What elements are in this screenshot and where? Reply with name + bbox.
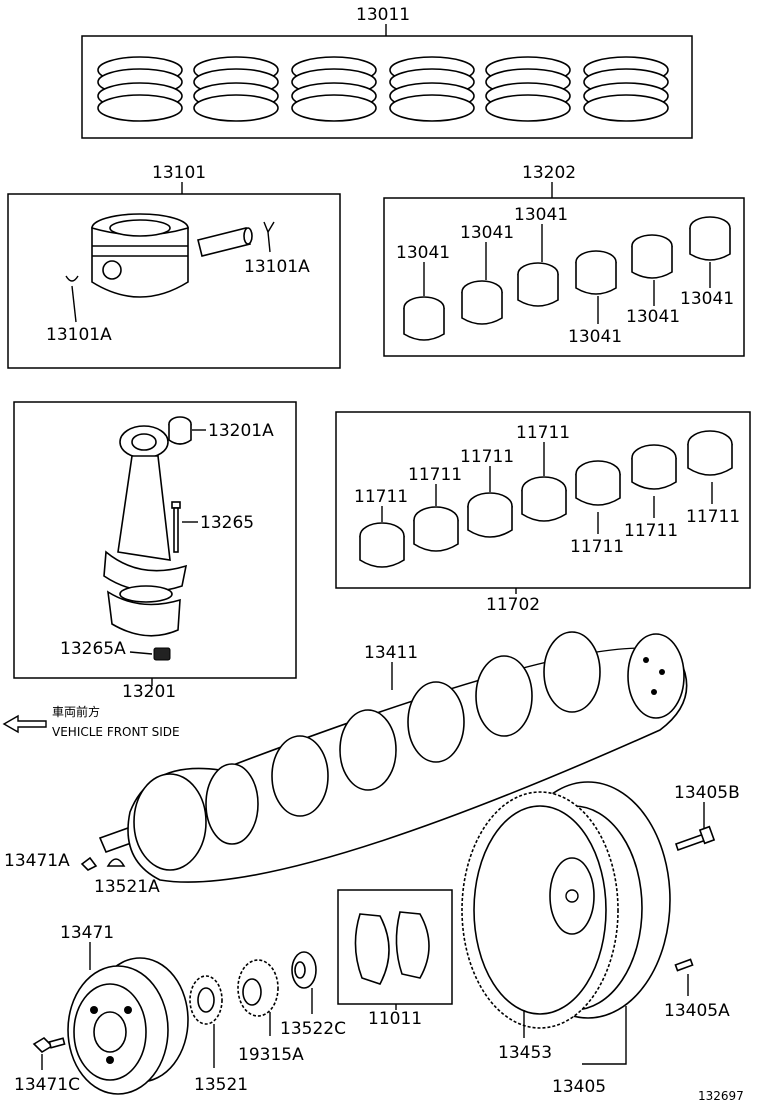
label-conn-rod-bearing-4[interactable]: 13041 [568,327,622,347]
label-conn-rod-bearing-set[interactable]: 13202 [522,163,576,183]
thrust-washer-box [337,889,453,1005]
label-conn-rod-bearing-1[interactable]: 13041 [396,243,450,263]
leader-line [129,651,153,655]
bearing-shell-icon [461,280,503,325]
label-main-bearing-5[interactable]: 11711 [570,537,624,557]
pulley-bolt-icon[interactable] [32,1036,66,1054]
piston-ring-group[interactable] [97,56,669,122]
conn-rod-bearing-group[interactable] [403,216,731,341]
bearing-shell-icon [359,522,405,568]
label-conn-rod-bearing-6[interactable]: 13041 [680,289,734,309]
front-direction-arrow-icon [2,714,47,734]
label-pulley-bolt[interactable]: 13471C [14,1075,80,1095]
conn-rod-bearing-box [383,197,745,357]
piston-icon[interactable] [91,213,189,298]
label-main-bearing-6[interactable]: 11711 [624,521,678,541]
flywheel-bolt-icon[interactable] [674,825,716,852]
bearing-shell-icon [631,444,677,490]
leader-line [71,285,77,323]
bearing-shell-icon [575,250,617,295]
piston-ring-1 [97,56,183,122]
label-main-bearing-3[interactable]: 11711 [460,447,514,467]
label-piston-pin-retainer-upper[interactable]: 13101A [244,257,310,277]
label-thrust-washer-set[interactable]: 11011 [368,1009,422,1029]
label-crank-gear-2[interactable]: 13522C [280,1019,346,1039]
bearing-shell-icon [575,460,621,506]
direction-label-japanese: 車両前方 [52,704,100,719]
conn-rod-nut-icon[interactable] [153,647,171,661]
piston-pin-icon[interactable] [197,227,253,257]
conn-rod-bolt-icon[interactable] [171,501,181,553]
piston-box [7,193,341,369]
bearing-shell-icon [403,296,445,341]
piston-ring-2 [193,56,279,122]
ring-gear-icon[interactable] [461,791,619,1029]
label-crank-key-2[interactable]: 13521A [94,877,160,897]
label-conn-rod-bearing-2[interactable]: 13041 [460,223,514,243]
crank-key-icon[interactable] [80,856,98,871]
label-conn-rod-nut[interactable]: 13265A [60,639,126,659]
diagram-id: 132697 [698,1089,744,1103]
main-bearing-group[interactable] [359,430,733,568]
label-conn-rod[interactable]: 13201 [122,682,176,702]
crankshaft-icon[interactable] [98,631,688,883]
crank-pulley-icon[interactable] [67,957,189,1095]
label-main-bearing-set[interactable]: 11702 [486,595,540,615]
crank-key-icon[interactable] [106,858,126,867]
label-conn-rod-bearing-5[interactable]: 13041 [626,307,680,327]
label-crank-pulley[interactable]: 13471 [60,923,114,943]
label-flywheel-pin[interactable]: 13405A [664,1001,730,1021]
bearing-shell-icon [413,506,459,552]
flywheel-pin-icon[interactable] [674,958,694,972]
label-main-bearing-2[interactable]: 11711 [408,465,462,485]
piston-ring-6 [583,56,669,122]
bearing-shell-icon [521,476,567,522]
label-piston-pin-retainer-lower[interactable]: 13101A [46,325,112,345]
bearing-shell-icon [517,262,559,307]
leader-line [582,1006,627,1065]
conn-rod-bushing-icon[interactable] [168,416,192,445]
label-ring-gear[interactable]: 13453 [498,1043,552,1063]
bearing-shell-icon [689,216,731,261]
label-crank-timing-gear[interactable]: 13521 [194,1075,248,1095]
connecting-rod-icon[interactable] [103,425,188,637]
label-conn-rod-bushing[interactable]: 13201A [208,421,274,441]
piston-ring-5 [485,56,571,122]
label-main-bearing-1[interactable]: 11711 [354,487,408,507]
label-piston[interactable]: 13101 [152,163,206,183]
crank-angle-rotor-icon[interactable] [237,959,279,1017]
piston-ring-4 [389,56,475,122]
label-crankshaft[interactable]: 13411 [364,643,418,663]
thrust-washer-icon[interactable] [354,911,430,985]
snap-ring-icon[interactable] [263,221,275,234]
piston-ring-3 [291,56,377,122]
snap-ring-icon[interactable] [65,275,79,282]
crank-timing-gear-icon[interactable] [189,975,223,1025]
bearing-shell-icon [467,492,513,538]
direction-label-english: VEHICLE FRONT SIDE [52,725,180,739]
label-crank-key-1[interactable]: 13471A [4,851,70,871]
label-conn-rod-bearing-3[interactable]: 13041 [514,205,568,225]
conn-rod-box [13,401,297,679]
label-main-bearing-4[interactable]: 11711 [516,423,570,443]
bearing-shell-icon [687,430,733,476]
label-crank-angle-rotor[interactable]: 19315A [238,1045,304,1065]
label-main-bearing-7[interactable]: 11711 [686,507,740,527]
label-flywheel-bolt[interactable]: 13405B [674,783,740,803]
label-piston-ring-set[interactable]: 13011 [356,5,410,25]
label-flywheel-assy[interactable]: 13405 [552,1077,606,1097]
bearing-shell-icon [631,234,673,279]
label-conn-rod-bolt[interactable]: 13265 [200,513,254,533]
leader-line [267,231,271,253]
main-bearing-box [335,411,751,589]
crank-gear-icon[interactable] [291,951,317,989]
piston-ring-set-box [81,35,693,139]
